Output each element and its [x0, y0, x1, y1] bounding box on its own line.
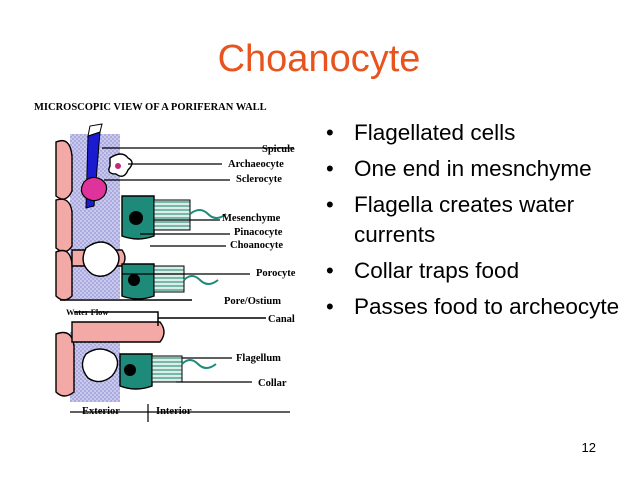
bullet-item: Flagellated cells: [322, 118, 622, 148]
choanocyte-middle: [121, 263, 219, 300]
water-flow-arrow: [74, 311, 159, 326]
label-flagellum: Flagellum: [236, 353, 281, 364]
diagram-heading: MICROSCOPIC VIEW OF A PORIFERAN WALL: [34, 102, 267, 113]
bullet-item: Flagella creates water currents: [322, 190, 622, 250]
label-archaeocyte: Archaeocyte: [228, 159, 284, 170]
label-porocyte: Porocyte: [256, 268, 296, 279]
label-pore-ostium: Pore/Ostium: [224, 296, 281, 307]
sclerocyte-cell: [80, 176, 108, 202]
label-collar: Collar: [258, 378, 287, 389]
poriferan-wall-diagram: MICROSCOPIC VIEW OF A PORIFERAN WALL: [34, 102, 296, 422]
porocyte-cell: [82, 241, 120, 277]
choanocyte-upper: [121, 195, 227, 240]
label-canal: Canal: [268, 314, 295, 325]
bullet-item: One end in mesnchyme: [322, 154, 622, 184]
label-exterior: Exterior: [82, 406, 120, 417]
label-sclerocyte: Sclerocyte: [236, 174, 282, 185]
label-interior: Interior: [156, 406, 192, 417]
label-choanocyte: Choanocyte: [230, 240, 283, 251]
label-pinacocyte: Pinacocyte: [234, 227, 283, 238]
bullet-item: Passes food to archeocyte: [322, 292, 622, 322]
page-number: 12: [581, 440, 596, 455]
label-mesenchyme: Mesenchyme: [222, 213, 281, 224]
label-water-flow: Water Flow: [66, 307, 109, 317]
slide-title: Choanocyte: [217, 38, 421, 80]
choanocyte-lower: [119, 353, 217, 390]
leader-lines: [70, 147, 294, 422]
label-spicule: Spicule: [262, 144, 295, 155]
bullet-item: Collar traps food: [322, 256, 622, 286]
amoeboid-cell-lower: [81, 348, 119, 383]
bullet-list: Flagellated cells One end in mesnchyme F…: [322, 118, 622, 328]
